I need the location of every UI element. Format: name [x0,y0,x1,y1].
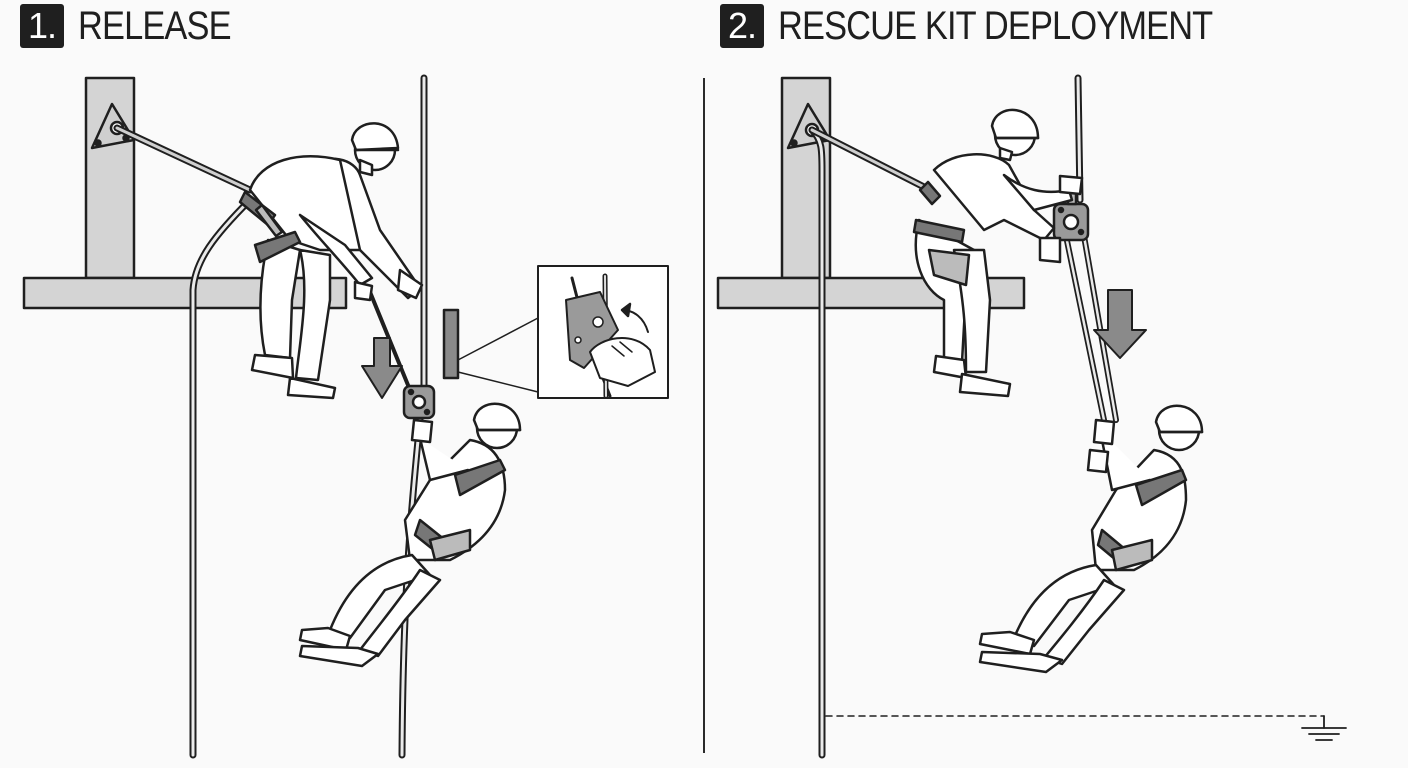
rescuer-harness [912,180,971,287]
step-2-header: 2. RESCUE KIT DEPLOYMENT [720,4,1283,48]
rescuer-figure [248,122,422,400]
detail-inset [537,265,669,399]
hand-icon [1086,448,1110,474]
rescuer-harness [238,190,302,264]
inset-hand-icon [589,336,656,387]
down-arrow-icon [361,337,403,399]
hand-icon [1092,418,1116,446]
step-1-panel: 1. RELEASE [0,0,703,768]
ground-symbol-icon [1301,715,1347,741]
step-2-illustration [716,74,1347,759]
step-1-header: 1. RELEASE [20,4,256,48]
hand-icon [410,418,434,444]
step-1-number: 1. [20,4,65,48]
step-2-title: RESCUE KIT DEPLOYMENT [778,4,1213,48]
callout-line [457,371,539,393]
rescue-device-icon [402,384,436,420]
structure-beam [22,276,348,310]
hand-icon [1058,174,1084,196]
casualty-harness [413,458,507,562]
panel-divider [703,78,705,753]
down-arrow-icon [1093,289,1147,359]
hand-icon [1038,236,1062,264]
device-marker [442,308,460,380]
step-2-panel: 2. RESCUE KIT DEPLOYMENT [704,0,1408,768]
step-1-title: RELEASE [78,4,232,48]
hand-icon [396,268,424,300]
step-1-illustration [22,74,669,759]
rescue-device-icon [1052,184,1090,242]
callout-line [457,317,539,361]
step-2-number: 2. [720,4,765,48]
casualty-figure [978,404,1204,674]
casualty-harness [1096,468,1188,572]
casualty-figure [298,402,522,668]
hand-icon [353,280,374,302]
